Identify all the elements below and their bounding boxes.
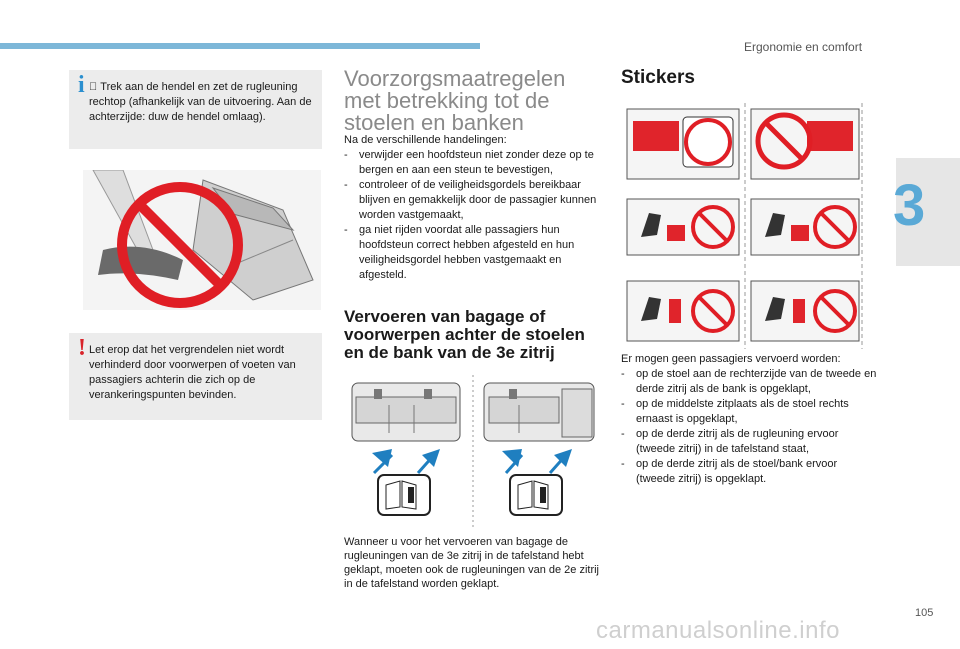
right-seat-diagram [483,382,595,516]
list-item: controleer of de veiligheidsgordels bere… [344,178,602,223]
list-item: op de middelste zitplaats als de stoel r… [621,397,877,427]
list-item: ga niet rijden voordat alle passagiers h… [344,223,602,283]
list-item: op de stoel aan de rechterzijde van de t… [621,367,877,397]
list-item: op de derde zitrij als de rugleuning erv… [621,427,877,457]
info-note-text:  Trek aan de hendel en zet de rugleunin… [89,81,312,123]
precautions-heading: Voorzorgsmaatregelen met betrekking tot … [344,66,566,135]
stickers-heading: Stickers [621,67,695,88]
list-item: verwijder een hoofdsteun niet zonder dez… [344,148,602,178]
sticker-row-3 [626,280,860,342]
warning-icon: ! [78,335,86,361]
luggage-seat-illustration [351,375,595,527]
warning-note-text: Let erop dat het vergrendelen niet wordt… [89,344,296,401]
info-icon: i [78,72,85,98]
luggage-text: Wanneer u voor het vervoeren van bagage … [344,536,600,590]
seat-anchor-prohibition-illustration [83,170,321,310]
luggage-heading: Vervoeren van bagage of voorwerpen achte… [344,307,585,362]
left-seat-diagram [351,382,461,516]
stickers-intro: Er mogen geen passagiers vervoerd worden… [621,353,841,365]
header-accent-bar [0,43,480,49]
chapter-number: 3 [893,173,926,238]
stickers-list: op de stoel aan de rechterzijde van de t… [621,367,877,487]
precautions-intro: Na de verschillende handelingen: [344,134,507,146]
sticker-labels-illustration [626,103,863,349]
precautions-list: verwijder een hoofdsteun niet zonder dez… [344,148,602,283]
sticker-row-2 [626,198,860,256]
chapter-tab [896,158,960,266]
watermark: carmanualsonline.info [596,617,840,644]
sticker-row-1 [626,108,860,180]
section-title: Ergonomie en comfort [744,40,863,54]
page-number: 105 [915,607,934,619]
warning-note: ! Let erop dat het vergrendelen niet wor… [69,333,322,420]
list-item: op de derde zitrij als de stoel/bank erv… [621,457,877,487]
info-note: i  Trek aan de hendel en zet de rugleun… [69,70,322,149]
